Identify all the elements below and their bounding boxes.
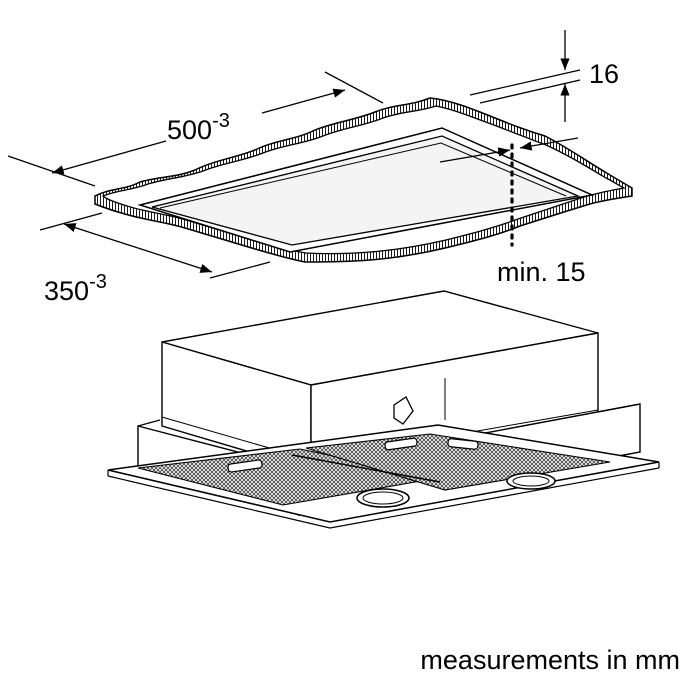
width-label: 500-3 (167, 110, 230, 145)
min-offset-label: min. 15 (497, 257, 586, 287)
width-arrow-right (261, 88, 346, 114)
width-extension-left (7, 155, 96, 187)
measurement-unit-note: measurements in mm (420, 645, 680, 675)
hood-frame-top-edge-right (597, 403, 641, 413)
hood-bottom-plate-edge (107, 467, 660, 529)
width-extension-right (324, 71, 384, 104)
mounting-clip (393, 396, 414, 425)
filter-handle-center (384, 437, 418, 451)
thickness-extension-bottom (479, 79, 581, 104)
depth-dimension: 350-3 (39, 212, 271, 306)
filter-handle-left (227, 459, 263, 473)
width-arrow-left (51, 140, 167, 175)
cutout-inner-edge (159, 142, 567, 209)
width-value: 500 (167, 115, 212, 145)
depth-value: 350 (44, 276, 89, 306)
thickness-dimension: 16 (469, 30, 619, 122)
grease-filter-right (305, 433, 611, 491)
width-tolerance: -3 (212, 110, 230, 132)
min-offset-dimension: min. 15 (439, 137, 586, 287)
lamp-left-inner (362, 491, 404, 505)
cutout-opening (151, 135, 581, 246)
hood-unit (107, 290, 660, 529)
filter-divider (291, 454, 441, 483)
depth-label: 350-3 (44, 271, 107, 306)
thickness-extension-top (469, 69, 581, 96)
min-offset-arrow-left (439, 147, 511, 163)
depth-extension-bottom (209, 261, 271, 279)
width-dimension: 500-3 (7, 71, 384, 187)
min-offset-arrow-right (519, 137, 579, 151)
lamp-right-inner (512, 475, 550, 487)
depth-arrow (63, 223, 213, 273)
lamp-right (506, 472, 556, 490)
depth-tolerance: -3 (89, 271, 107, 293)
depth-extension-top (39, 212, 103, 231)
thickness-value: 16 (589, 59, 619, 89)
ceiling-cutout (94, 97, 633, 263)
hood-frame-top-edge (137, 419, 161, 427)
filter-handle-right (447, 438, 479, 450)
